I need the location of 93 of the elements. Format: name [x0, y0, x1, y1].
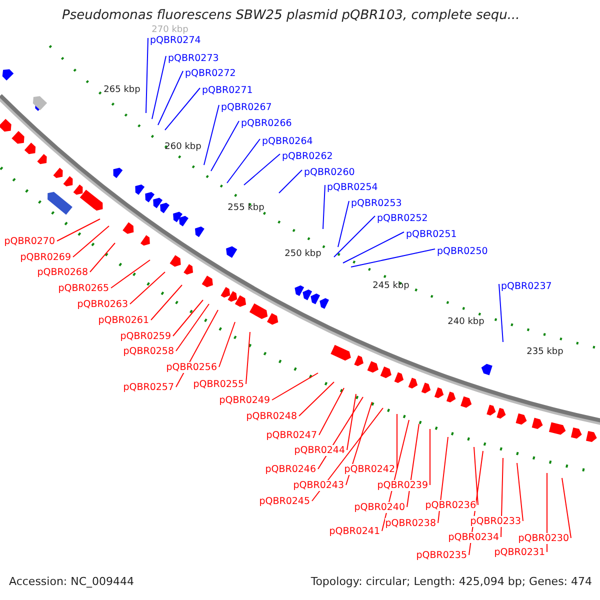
- leader-line: [150, 284, 182, 320]
- gene-label: pQBR0256: [166, 362, 217, 373]
- leader-line: [164, 88, 200, 130]
- leader-line: [246, 332, 250, 384]
- gene-label: pQBR0248: [246, 411, 297, 422]
- scale-label: 265 kbp: [104, 85, 140, 95]
- leader-line: [342, 232, 404, 264]
- scale-label: 255 kbp: [228, 203, 264, 213]
- gene-label: pQBR0252: [377, 213, 428, 224]
- gene-label: pQBR0249: [219, 395, 270, 406]
- leader-line: [56, 218, 100, 242]
- gene-label: pQBR0240: [354, 502, 405, 513]
- scale-label: 235 kbp: [526, 347, 564, 357]
- leader-line: [278, 170, 302, 194]
- leader-line: [244, 154, 280, 186]
- leader-line: [146, 38, 148, 114]
- leader-line: [346, 402, 372, 486]
- leader-line: [172, 300, 204, 336]
- leader-line: [72, 226, 110, 258]
- leader-line: [546, 472, 548, 552]
- gene-label: pQBR0253: [351, 198, 402, 209]
- scale-label: 250 kbp: [284, 249, 322, 259]
- leader-line: [350, 248, 436, 268]
- leader-line: [562, 478, 572, 538]
- leader-line: [516, 462, 524, 522]
- leader-line: [474, 446, 478, 506]
- scale-label: 245 kbp: [372, 281, 410, 291]
- leader-line: [90, 242, 116, 272]
- footer-text: Accession: NC_009444: [9, 576, 134, 587]
- leader-line: [318, 388, 344, 436]
- gene-label: pQBR0239: [377, 480, 428, 491]
- gene-label: pQBR0266: [241, 118, 292, 129]
- gene-label: pQBR0262: [282, 151, 333, 162]
- gene-label: pQBR0269: [20, 252, 71, 263]
- leader-line: [152, 56, 166, 120]
- leader-line: [130, 272, 166, 304]
- leader-line: [322, 184, 326, 230]
- gene-label: pQBR0242: [344, 464, 395, 475]
- leader-line: [210, 120, 240, 172]
- gene-label: pQBR0241: [329, 526, 380, 537]
- leader-line: [346, 394, 356, 450]
- gene-label: pQBR0237: [501, 281, 552, 292]
- leader-line: [498, 284, 504, 342]
- leader-line: [396, 414, 398, 470]
- gene-label: pQBR0273: [168, 53, 219, 64]
- gene-label: pQBR0259: [120, 331, 171, 342]
- gene-label: pQBR0264: [262, 136, 313, 147]
- leader-line: [204, 104, 220, 166]
- gene-label: pQBR0258: [123, 346, 174, 357]
- footer-text: Topology: circular; Length: 425,094 bp; Genes: 474: [310, 576, 592, 587]
- leader-line: [218, 322, 236, 368]
- leader-line: [334, 216, 376, 258]
- gene-label: pQBR0245: [259, 496, 310, 507]
- gene-label: pQBR0247: [266, 430, 317, 441]
- scale-label: 270 kbp: [152, 25, 188, 35]
- gene-label: pQBR0233: [470, 516, 521, 527]
- gene-label: pQBR0257: [123, 382, 174, 393]
- gene-label: pQBR0234: [448, 532, 499, 543]
- gene-label: pQBR0255: [193, 379, 244, 390]
- gene-label: pQBR0244: [294, 445, 345, 456]
- gene-label: pQBR0272: [185, 68, 236, 79]
- gene-label: pQBR0263: [77, 299, 128, 310]
- gene-label: pQBR0238: [385, 518, 436, 529]
- gene-label: pQBR0270: [4, 236, 55, 247]
- leader-line: [298, 382, 334, 416]
- leader-line: [312, 408, 384, 502]
- gene-label: pQBR0268: [37, 267, 88, 278]
- leader-line: [158, 70, 184, 126]
- gene-label: pQBR0261: [98, 315, 149, 326]
- leader-line: [338, 200, 350, 248]
- gene-label: pQBR0236: [425, 500, 476, 511]
- gene-label: pQBR0246: [265, 464, 316, 475]
- leader-line: [438, 436, 448, 524]
- gene-label: pQBR0254: [327, 182, 378, 193]
- leader-line: [226, 138, 260, 184]
- leader-line: [318, 396, 364, 470]
- leader-line: [176, 304, 210, 352]
- scale-label: 260 kbp: [164, 142, 202, 152]
- gene-label: pQBR0250: [437, 246, 488, 257]
- gene-label: pQBR0235: [416, 550, 467, 561]
- title: Pseudomonas fluorescens SBW25 plasmid pQBR103, complete sequ...: [62, 8, 520, 23]
- gene-label: pQBR0260: [304, 167, 355, 178]
- gene-label: pQBR0265: [58, 283, 109, 294]
- gene-label: pQBR0274: [150, 35, 201, 46]
- gene-label: pQBR0230: [518, 533, 569, 544]
- leader-line: [272, 372, 318, 400]
- leader-line: [110, 260, 150, 288]
- scale-label: 240 kbp: [448, 317, 484, 327]
- gene-label: pQBR0251: [406, 229, 457, 240]
- gene-label: pQBR0271: [202, 85, 253, 96]
- gene-label: pQBR0231: [494, 547, 545, 558]
- gene-label: pQBR0267: [221, 102, 272, 113]
- gene-label: pQBR0243: [293, 480, 344, 491]
